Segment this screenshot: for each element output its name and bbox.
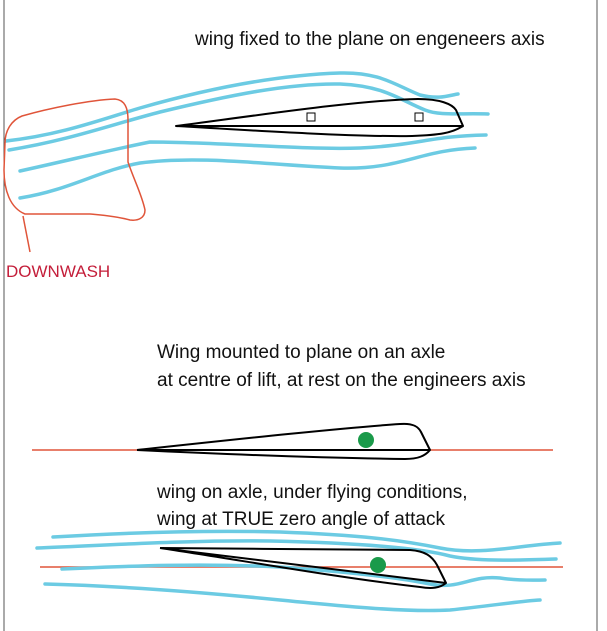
pivot-axle-dot	[370, 557, 386, 573]
airflow-line	[4, 71, 460, 143]
marker-square	[414, 112, 424, 122]
airfoil-outline	[159, 547, 447, 589]
airflow-line	[18, 133, 488, 173]
downwash-region	[3, 98, 146, 253]
airflow-line	[35, 539, 558, 562]
airfoil-outline	[175, 98, 464, 138]
middle-diagram	[32, 422, 553, 460]
downwash-label: DOWNWASH	[6, 262, 111, 281]
airflow-line	[18, 146, 477, 200]
airflow-line	[7, 82, 490, 152]
middle-caption-line-1: Wing mounted to plane on an axle	[157, 342, 446, 363]
top-airflow	[4, 71, 490, 200]
downwash-outline	[3, 98, 146, 221]
top-wing	[175, 98, 464, 138]
middle-caption-line-2: at centre of lift, at rest on the engine…	[157, 370, 526, 391]
bottom-diagram	[35, 529, 563, 613]
bottom-caption-line-2: wing at TRUE zero angle of attack	[157, 509, 445, 530]
marker-square	[306, 112, 316, 122]
airflow-line	[51, 529, 562, 553]
top-diagram-title: wing fixed to the plane on engeneers axi…	[195, 29, 545, 50]
airflow-line	[60, 563, 547, 588]
pivot-axle-dot	[358, 432, 374, 448]
downwash-pointer	[22, 215, 31, 253]
airflow-line	[43, 582, 542, 613]
airfoil-outline	[136, 422, 431, 460]
bottom-caption-line-1: wing on axle, under flying conditions,	[157, 482, 468, 503]
